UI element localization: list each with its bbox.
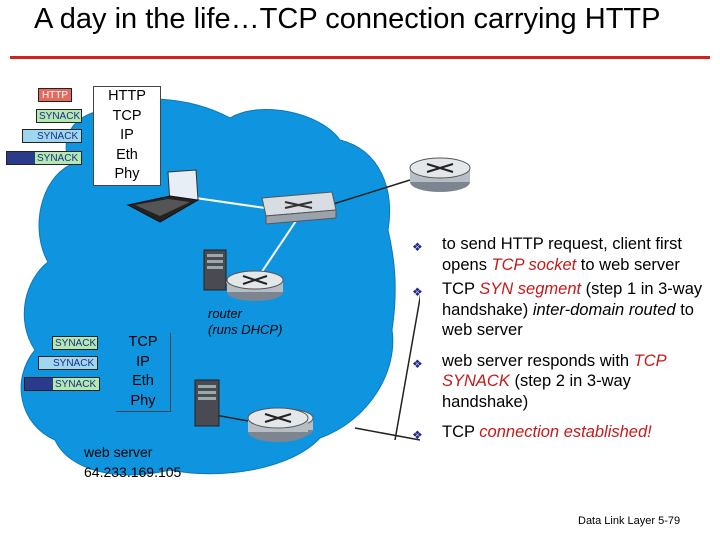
bullet-item: ❖ web server responds with TCP SYNACK (s… — [412, 351, 667, 411]
layer-tcp: TCP — [128, 334, 158, 350]
layer-ip: IP — [120, 127, 134, 143]
packet-synack: SYNACK — [38, 356, 98, 370]
bullet-list: ❖ to send HTTP request, client first ope… — [412, 234, 712, 447]
layer-tcp: TCP — [112, 107, 142, 124]
title-underline — [10, 56, 710, 59]
server-icon — [203, 249, 227, 291]
server-protocol-stack: TCP IP Eth Phy — [116, 333, 171, 412]
bullet-diamond-icon: ❖ — [412, 428, 423, 442]
layer-phy: Phy — [130, 392, 156, 409]
switch-icon — [261, 191, 337, 225]
laptop-icon — [126, 169, 200, 223]
packet-synack: SYNACK — [36, 109, 82, 123]
client-protocol-stack: HTTP TCP IP Eth Phy — [93, 86, 161, 186]
bullet-diamond-icon: ❖ — [412, 285, 423, 299]
layer-ip: IP — [136, 353, 150, 370]
bullet-diamond-icon: ❖ — [412, 356, 423, 371]
bullet-diamond-icon: ❖ — [412, 240, 423, 254]
router-icon — [226, 270, 284, 301]
bullet-item: ❖ TCP connection established! — [412, 422, 712, 443]
bullet-item: ❖ TCP SYN segment (step 1 in 3-way hands… — [412, 280, 703, 339]
router-icon — [409, 157, 471, 192]
slide-title: A day in the life…TCP connection carryin… — [34, 3, 661, 35]
packet-synack: SYNACK — [52, 336, 98, 350]
packet-http: HTTP — [38, 88, 72, 102]
router-icon — [247, 407, 309, 442]
packet-synack: SYNACK — [6, 151, 82, 165]
layer-http: HTTP — [108, 88, 146, 104]
layer-phy: Phy — [114, 166, 140, 182]
packet-synack: SYNACK — [22, 129, 82, 143]
server-icon — [194, 379, 220, 427]
router-label: router (runs DHCP) — [208, 306, 283, 337]
web-server-label: web server 64.233.169.105 — [84, 444, 182, 480]
layer-eth: Eth — [132, 373, 154, 389]
slide-footer: Data Link Layer 5-79 — [578, 515, 681, 527]
packet-synack: SYNACK — [24, 377, 100, 391]
bullet-item: ❖ to send HTTP request, client first ope… — [412, 235, 682, 274]
layer-eth: Eth — [116, 146, 138, 163]
